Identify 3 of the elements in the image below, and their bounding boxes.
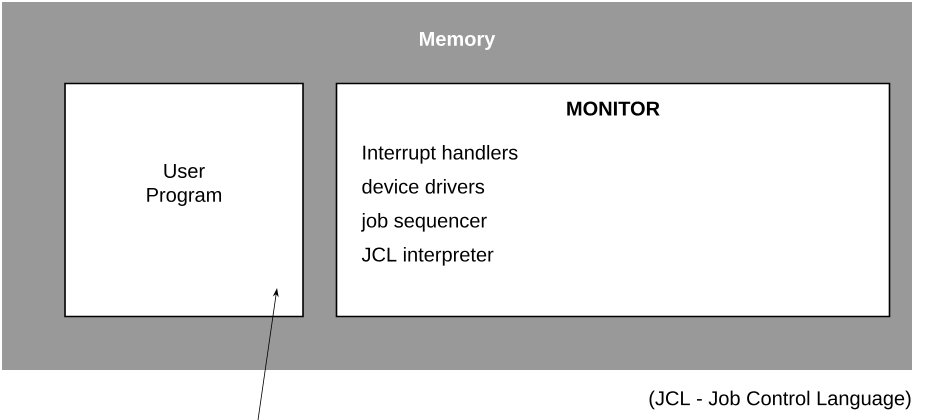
program-box: User Program [64,82,304,318]
note-text: (JCL - Job Control Language) [650,390,910,410]
monitor-box: MONITOR Interrupt handlers device drivers job sequencer JCL interpreter [336,82,890,318]
